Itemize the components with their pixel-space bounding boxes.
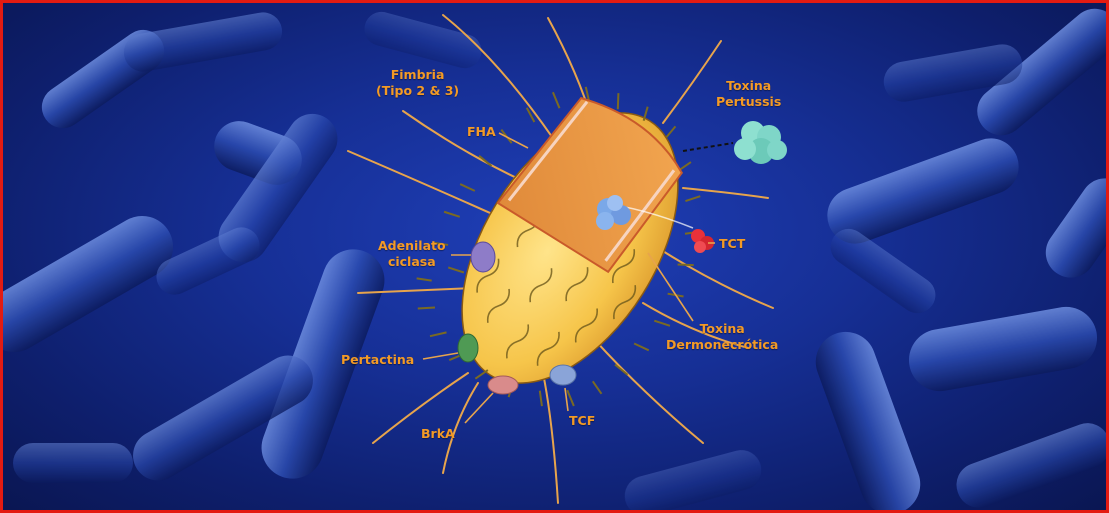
label-tct: TCT (719, 236, 745, 252)
label-tcf: TCF (569, 413, 595, 429)
label-adenilato-ciclasa: Adenilato ciclasa (378, 238, 446, 270)
label-fha: FHA (467, 124, 496, 140)
tcf-protein (550, 365, 576, 385)
label-toxina-dermonecrotica: Toxina Dermonecrótica (666, 321, 778, 353)
label-fimbria: Fimbria (Tipo 2 & 3) (376, 67, 459, 99)
toxina-pertussis-blob (683, 121, 787, 164)
label-brka: BrkA (421, 426, 455, 442)
pertactina-protein (458, 334, 478, 362)
tct-blob (691, 229, 714, 253)
adenilato-protein (471, 242, 495, 272)
label-toxina-pertussis: Toxina Pertussis (716, 78, 781, 110)
brka-protein (488, 376, 518, 394)
label-pertactina: Pertactina (341, 352, 414, 368)
illustration (3, 3, 1106, 510)
